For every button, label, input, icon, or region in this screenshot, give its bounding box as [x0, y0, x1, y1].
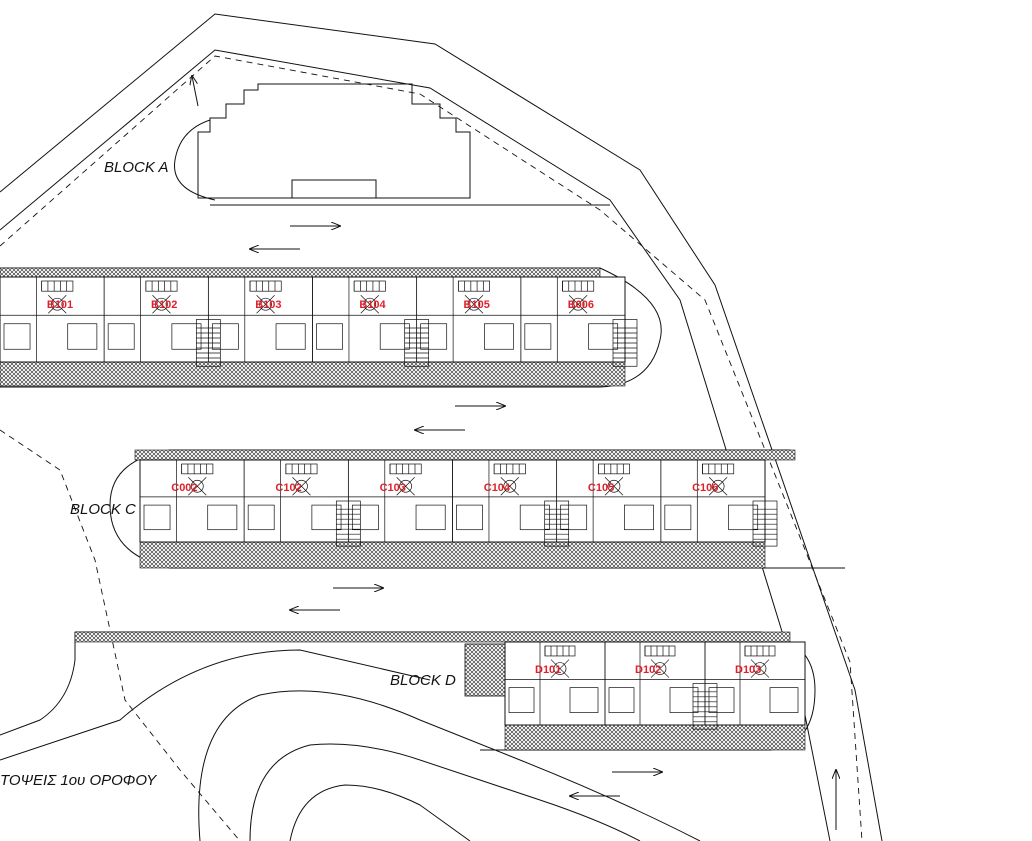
stairwell	[752, 500, 778, 547]
unit-label: B102	[151, 299, 177, 311]
apartment-unit	[604, 641, 706, 726]
unit-label: B101	[47, 299, 73, 311]
apartment-unit	[0, 276, 105, 363]
block-b-rooms	[0, 276, 638, 367]
unit-label: D103	[735, 664, 761, 676]
block-b	[0, 267, 662, 388]
block-c-unit-labels: C002 C102 C103 C104 C105 C106	[171, 482, 718, 494]
apartment-unit	[103, 276, 209, 363]
block-a-label: BLOCK A	[104, 159, 168, 176]
block-c-rooms	[139, 459, 778, 547]
apartment-unit	[520, 276, 626, 363]
unit-label: B006	[568, 299, 594, 311]
stairwell	[612, 319, 638, 367]
unit-label: D101	[535, 664, 561, 676]
unit-label: D102	[635, 664, 661, 676]
unit-label: C104	[484, 482, 511, 494]
apartment-unit	[243, 459, 349, 543]
setback-lines	[0, 55, 863, 841]
unit-label: B104	[359, 299, 386, 311]
block-d-rooms	[504, 641, 806, 730]
unit-label: C002	[171, 482, 197, 494]
unit-label: C102	[275, 482, 301, 494]
apartment-unit	[704, 641, 806, 726]
apartment-unit	[416, 276, 522, 363]
drawing-caption: ΤΟΨΕΙΣ 1ου ΟΡΟΦΟΥ	[0, 772, 157, 789]
block-c	[109, 449, 845, 569]
unit-label: B105	[464, 299, 490, 311]
block-b-unit-labels: B101 B102 B103 B104 B105 B006	[47, 299, 594, 311]
unit-label: C106	[692, 482, 718, 494]
unit-label: C103	[380, 482, 406, 494]
unit-label: C105	[588, 482, 614, 494]
traffic-arrows	[192, 76, 836, 830]
block-a-outline	[174, 83, 610, 206]
unit-label: B103	[255, 299, 281, 311]
apartment-unit	[207, 276, 313, 363]
block-d-label: BLOCK D	[390, 672, 456, 689]
access-road	[0, 632, 701, 841]
block-d-unit-labels: D101 D102 D103	[535, 664, 761, 676]
block-c-label: BLOCK C	[70, 501, 136, 518]
block-d	[74, 631, 816, 751]
